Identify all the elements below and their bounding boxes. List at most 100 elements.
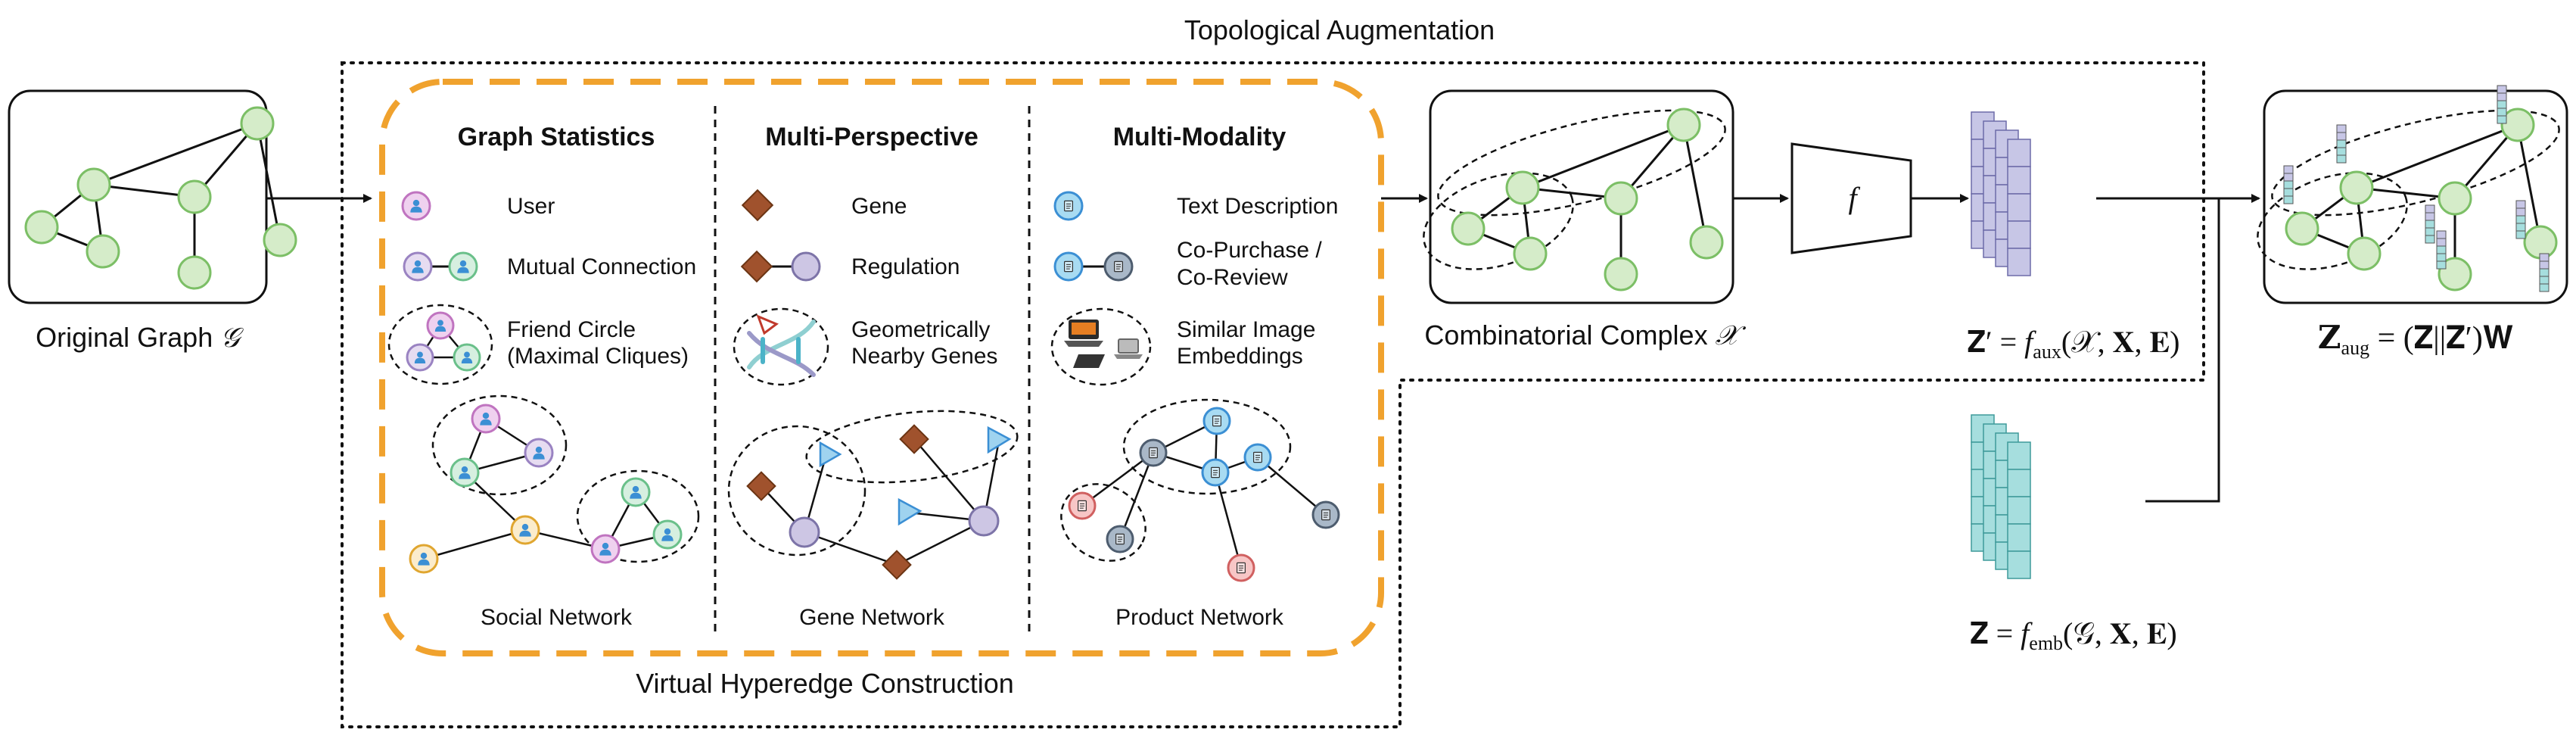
feature-bar-cell: [2336, 132, 2347, 141]
feature-bar-cell: [2283, 165, 2294, 174]
nearby-genes-hyperedge: [805, 410, 1019, 484]
topological-augmentation-region: [341, 61, 2205, 728]
legend-label: Friend Circle: [507, 317, 636, 342]
embedding-tile: [2007, 496, 2031, 525]
document-icon: [1212, 415, 1222, 427]
nearby-genes-hyperedge: [727, 425, 866, 556]
document-icon: [1077, 500, 1087, 512]
legend-label: Regulation: [851, 254, 960, 279]
feature-bar-cell: [2436, 238, 2447, 247]
augmented-graph-box: [2257, 85, 2568, 304]
combinatorial-complex-box: [1423, 89, 1734, 304]
legend-label: User: [507, 194, 555, 219]
embedding-tile: [2007, 523, 2031, 552]
connector-emb: [2145, 198, 2220, 503]
augmented-node: [2438, 181, 2472, 216]
legend-label: Gene: [851, 194, 907, 219]
column-title: Graph Statistics: [458, 123, 655, 151]
embedding-tile: [2007, 550, 2031, 579]
graph-node: [177, 255, 212, 290]
feature-bar-cell: [2515, 215, 2526, 224]
product-network-nodes: [1068, 407, 1340, 582]
complex-node: [1666, 108, 1701, 142]
complex-node: [1689, 225, 1724, 260]
document-icon: [1148, 447, 1159, 459]
graph-node: [177, 179, 212, 214]
legend-label: (Maximal Cliques): [507, 344, 689, 369]
augmented-node: [2500, 108, 2535, 142]
graph-node: [24, 210, 59, 245]
column-title: Multi-Modality: [1113, 123, 1286, 151]
embedding-tile: [2007, 248, 2031, 276]
feature-bar-cell: [2436, 253, 2447, 262]
similar-image-hyperedge: [1060, 483, 1146, 562]
virtual-hyperedge-title: Virtual Hyperedge Construction: [636, 668, 1014, 699]
gene-network-nodes: [746, 424, 1012, 580]
feature-bar-cell: [2283, 188, 2294, 197]
legend-label: Text Description: [1177, 194, 1338, 219]
embedding-tile: [2007, 469, 2031, 497]
column-multi-perspective: Multi-Perspective Gene Regulation Geomet…: [727, 123, 1019, 630]
combinatorial-complex-caption: Combinatorial Complex 𝒳: [1424, 320, 1746, 351]
feature-bar-cell: [2283, 180, 2294, 189]
complex-node: [1505, 170, 1540, 205]
document-icon: [1063, 260, 1074, 273]
complex-node: [1604, 257, 1638, 292]
legend-label: Nearby Genes: [851, 344, 997, 369]
column-title: Multi-Perspective: [765, 123, 978, 151]
feature-bar-cell: [2436, 230, 2447, 239]
document-icon: [1252, 451, 1263, 463]
feature-bar-cell: [2425, 204, 2435, 214]
legend-label: Geometrically: [851, 317, 990, 342]
similar-image-hyperedge: [1050, 307, 1152, 386]
graph-node: [263, 223, 297, 257]
feature-bar-cell: [2425, 227, 2435, 236]
feature-bar-cell: [2436, 260, 2447, 270]
network-label: Social Network: [481, 605, 633, 630]
encoder-block: f: [1790, 142, 1912, 254]
feature-bar-cell: [2497, 100, 2507, 109]
legend-label: Mutual Connection: [507, 254, 696, 279]
laptop-images-icon: [1064, 320, 1143, 368]
network-label: Product Network: [1115, 605, 1284, 630]
feature-bar-cell: [2283, 173, 2294, 182]
feature-bar-cell: [2336, 147, 2347, 156]
legend-label: Embeddings: [1177, 344, 1303, 369]
dna-icon: [747, 314, 816, 377]
feature-bar-cell: [2539, 283, 2550, 292]
virtual-hyperedge-region: [379, 79, 1384, 656]
feature-bar-cell: [2497, 108, 2507, 117]
column-graph-statistics: Graph Statistics User Mutual Connection …: [387, 123, 700, 630]
aux-embedding-stack: [1971, 111, 2031, 276]
feature-bar-cell: [2539, 260, 2550, 270]
feature-bar-cell: [2425, 212, 2435, 221]
graph-node: [76, 167, 111, 202]
document-icon: [1210, 466, 1221, 479]
feature-bar-cell: [2336, 139, 2347, 148]
embedding-tile: [2007, 166, 2031, 195]
z-formula: 𝐙 = femb(𝒢, 𝐗, 𝐄): [1970, 616, 2176, 654]
embedding-tile: [2007, 193, 2031, 222]
embedding-tile: [2007, 441, 2031, 470]
graph-node: [240, 106, 275, 141]
document-icon: [1236, 562, 1246, 574]
document-icon: [1113, 260, 1124, 273]
feature-bar-cell: [2425, 235, 2435, 244]
complex-node: [1513, 236, 1548, 271]
augmented-node: [2339, 170, 2374, 205]
embedding-tile: [2007, 220, 2031, 249]
feature-bar-cell: [2497, 115, 2507, 124]
feature-bar-cell: [2425, 220, 2435, 229]
topological-augmentation-title: Topological Augmentation: [1184, 14, 1495, 45]
feature-bar-cell: [2497, 92, 2507, 101]
legend-label: Co-Review: [1177, 265, 1288, 290]
legend-label: Similar Image: [1177, 317, 1315, 342]
column-multi-modality: Multi-Modality Text Description Co-Purch…: [1050, 123, 1340, 630]
friend-circle-hyperedge: [431, 394, 568, 496]
augmented-node: [2347, 236, 2382, 271]
feature-bar-cell: [2539, 276, 2550, 285]
document-icon: [1063, 200, 1074, 212]
feature-bar-cell: [2539, 253, 2550, 262]
embedding-tile: [2007, 139, 2031, 167]
